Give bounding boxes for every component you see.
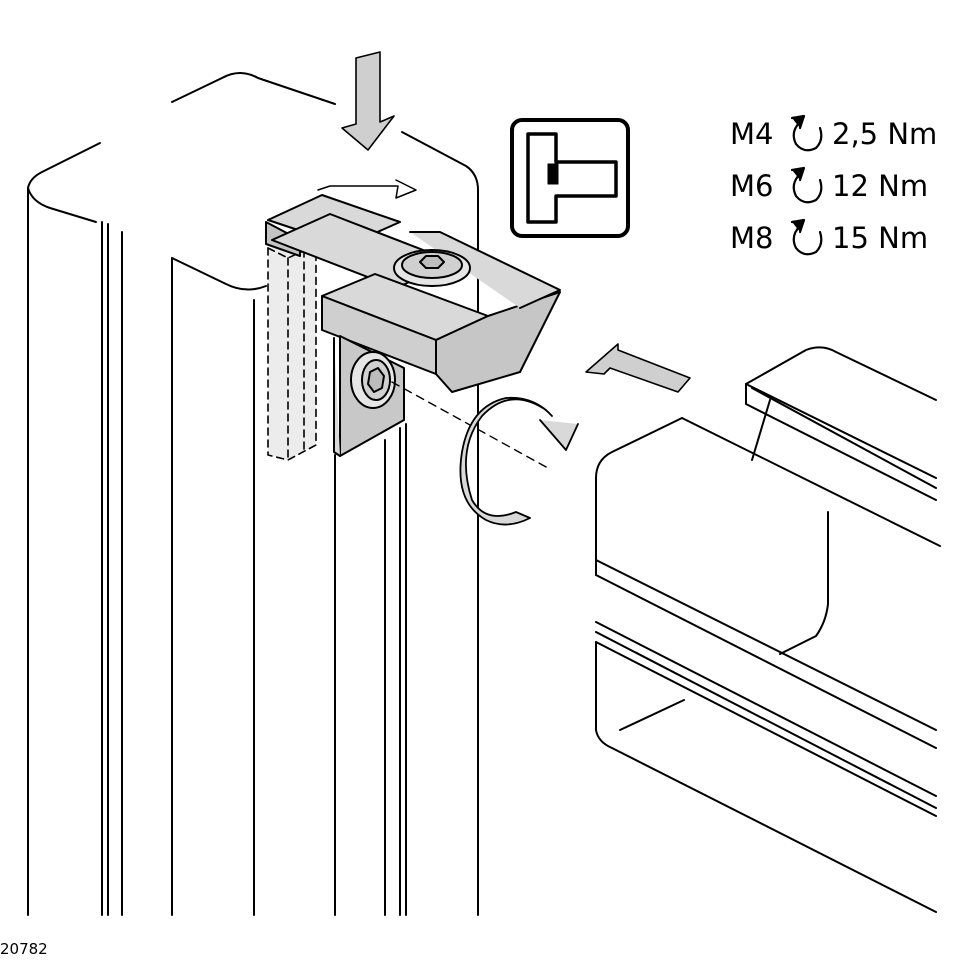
rotation-arrow-icon bbox=[459, 396, 579, 526]
vertical-profile bbox=[27, 72, 479, 916]
torque-value: 15 Nm bbox=[832, 221, 929, 255]
torque-row-m8: M8 15 Nm bbox=[730, 218, 928, 258]
torque-value: 12 Nm bbox=[832, 169, 929, 203]
dashed-nut-outline bbox=[267, 237, 333, 461]
torque-row-m4: M4 2,5 Nm bbox=[730, 114, 937, 154]
clockwise-rotation-icon bbox=[790, 114, 823, 152]
screw-size-label: M6 bbox=[730, 169, 774, 203]
horizontal-profile bbox=[595, 346, 941, 913]
torque-icons bbox=[790, 114, 823, 256]
connection-symbol-icon bbox=[510, 118, 630, 238]
torque-row-m6: M6 12 Nm bbox=[730, 166, 928, 206]
down-arrow-icon bbox=[341, 51, 395, 151]
slide-arrow-icon bbox=[317, 179, 417, 199]
torque-value: 2,5 Nm bbox=[832, 117, 938, 151]
connector-block bbox=[265, 194, 561, 457]
screw-size-label: M4 bbox=[730, 117, 774, 151]
clockwise-rotation-icon bbox=[786, 169, 826, 203]
figure-number: 20782 bbox=[0, 940, 48, 958]
screw-size-label: M8 bbox=[730, 221, 774, 255]
clockwise-rotation-icon bbox=[786, 221, 826, 255]
left-arrow-icon bbox=[585, 343, 691, 393]
clockwise-rotation-icon bbox=[786, 117, 826, 151]
clockwise-rotation-icon bbox=[790, 166, 823, 204]
clockwise-rotation-icon bbox=[790, 218, 823, 256]
